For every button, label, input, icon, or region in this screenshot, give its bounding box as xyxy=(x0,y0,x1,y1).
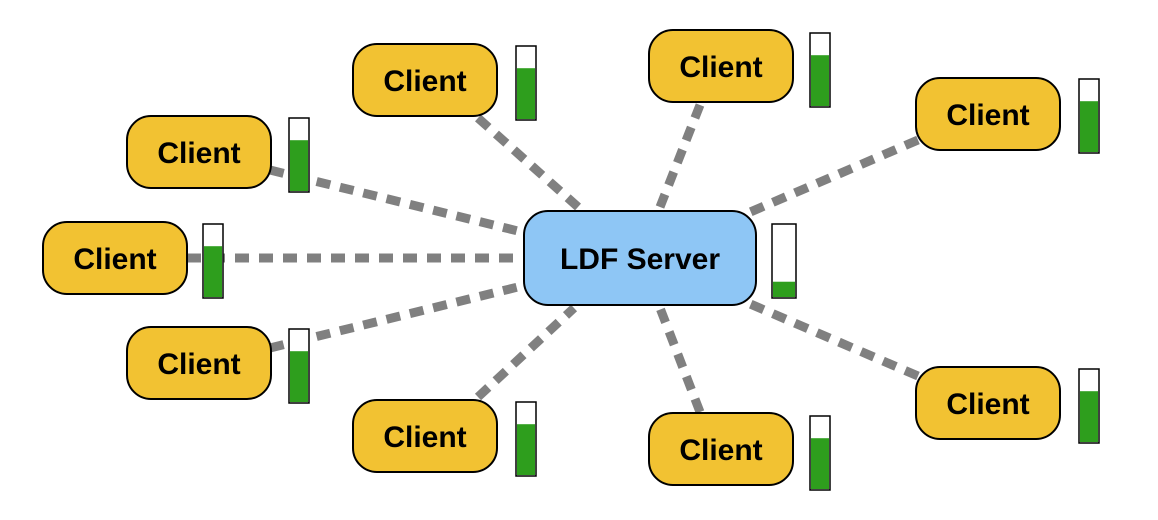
link-line xyxy=(655,103,705,209)
client-load-meter xyxy=(1078,78,1100,154)
client-node: Client xyxy=(352,43,498,117)
client-node: Client xyxy=(352,399,498,473)
client-node-label: Client xyxy=(946,388,1029,421)
client-load-meter xyxy=(288,117,310,193)
client-node-label: Client xyxy=(157,348,240,381)
client-node-box xyxy=(648,412,794,486)
link-line xyxy=(746,135,920,218)
client-load-meter xyxy=(809,415,831,491)
load-meter-fill xyxy=(1080,101,1098,152)
client-node-label: Client xyxy=(73,243,156,276)
client-node-box xyxy=(126,326,272,400)
link-line xyxy=(746,298,920,381)
client-node-box xyxy=(915,366,1061,440)
client-node-label: Client xyxy=(383,421,466,454)
link-line xyxy=(475,114,581,211)
ldf-server: LDF Server xyxy=(523,210,757,306)
server-load-meter xyxy=(771,223,797,299)
load-meter-fill xyxy=(204,246,222,297)
client-node-box xyxy=(352,43,498,117)
load-meter-fill xyxy=(773,281,795,297)
client-node: Client xyxy=(648,29,794,103)
client-node: Client xyxy=(126,115,272,189)
client-load-meter xyxy=(515,45,537,121)
client-node-label: Client xyxy=(679,434,762,467)
load-meter-fill xyxy=(517,68,535,119)
client-node-box xyxy=(648,29,794,103)
client-node-box xyxy=(352,399,498,473)
client-node-box xyxy=(42,221,188,295)
load-meter-fill xyxy=(290,140,308,191)
connection-links xyxy=(187,103,920,414)
link-line xyxy=(268,281,524,353)
load-meter-fill xyxy=(811,438,829,489)
client-node-box xyxy=(126,115,272,189)
client-load-meter xyxy=(288,328,310,404)
client-node-label: Client xyxy=(946,99,1029,132)
client-node-label: Client xyxy=(157,137,240,170)
ldf-server-box xyxy=(523,210,757,306)
ldf-server-label: LDF Server xyxy=(560,243,720,276)
client-load-meter xyxy=(202,223,224,299)
client-node-box xyxy=(915,77,1061,151)
client-node: Client xyxy=(915,77,1061,151)
client-load-meter xyxy=(809,32,831,108)
link-line xyxy=(655,306,705,414)
link-line xyxy=(268,165,524,237)
load-meter-fill xyxy=(1080,391,1098,442)
load-meter-fill xyxy=(290,351,308,402)
client-node: Client xyxy=(126,326,272,400)
client-node: Client xyxy=(915,366,1061,440)
client-node: Client xyxy=(648,412,794,486)
client-load-meter xyxy=(515,401,537,477)
client-node: Client xyxy=(42,221,188,295)
load-meter-fill xyxy=(517,424,535,475)
client-node-label: Client xyxy=(679,51,762,84)
load-meter-fill xyxy=(811,55,829,106)
link-line xyxy=(474,304,578,401)
client-node-label: Client xyxy=(383,65,466,98)
client-load-meter xyxy=(1078,368,1100,444)
